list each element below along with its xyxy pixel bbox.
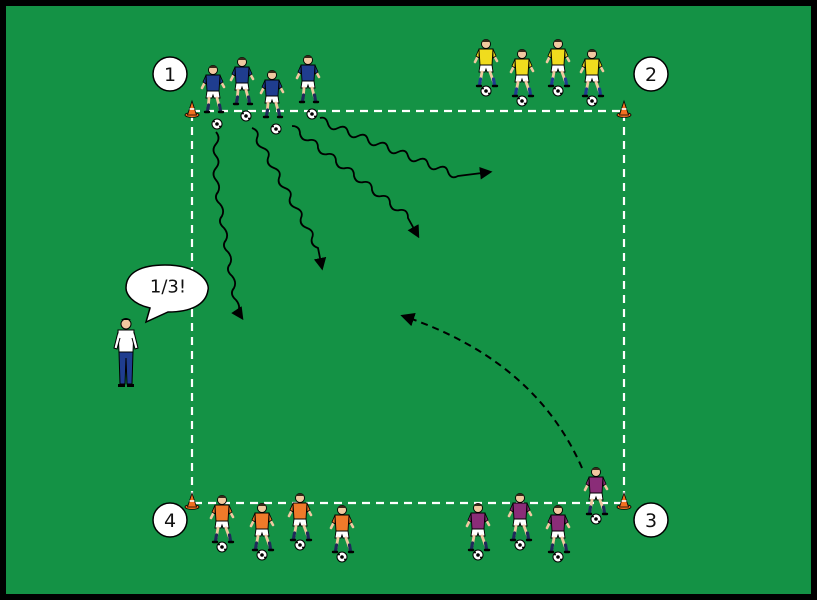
cone-icon [184, 491, 200, 510]
ball-icon [516, 95, 528, 107]
dribble-arrow [212, 131, 244, 321]
group-1 [200, 55, 321, 135]
pass-arrow [400, 312, 583, 469]
ball-icon [240, 110, 252, 122]
player-icon [583, 467, 609, 525]
ball-icon [552, 85, 564, 97]
svg-text:1: 1 [164, 64, 176, 86]
player-icon [209, 495, 235, 553]
player-icon [465, 503, 491, 561]
player-icon [249, 503, 275, 561]
player-icon [473, 39, 499, 97]
player-icon [329, 505, 355, 563]
player-icon [259, 70, 285, 135]
corner-label-1: 1 [152, 56, 188, 92]
dribble-arrow [291, 125, 420, 239]
coach: 1/3! [113, 264, 209, 387]
player-icon [200, 65, 226, 130]
player-icon [229, 57, 255, 122]
speech-bubble [125, 264, 209, 324]
player-icon [579, 49, 605, 107]
ball-icon [216, 541, 228, 553]
player-icon [287, 493, 313, 551]
player-icon [545, 39, 571, 97]
playing-area [190, 109, 626, 505]
ball-icon [294, 539, 306, 551]
coach-call: 1/3! [150, 277, 186, 298]
ball-icon [472, 549, 484, 561]
svg-text:2: 2 [645, 64, 657, 86]
corner-label-2: 2 [633, 56, 669, 92]
coach-icon [113, 318, 139, 387]
cone-icon [616, 491, 632, 510]
dribble-arrow [319, 116, 493, 180]
ball-icon [256, 549, 268, 561]
dribble-arrow [251, 127, 327, 271]
player-groups [200, 39, 609, 563]
svg-text:3: 3 [645, 510, 657, 532]
player-icon [507, 493, 533, 551]
corner-label-3: 3 [633, 502, 669, 538]
ball-icon [480, 85, 492, 97]
player-icon [295, 55, 321, 120]
cone-icon [184, 99, 200, 118]
player-icon [545, 505, 571, 563]
ball-icon [211, 118, 223, 130]
group-4 [209, 493, 355, 563]
ball-icon [336, 551, 348, 563]
corner-label-4: 4 [152, 502, 188, 538]
ball-icon [514, 539, 526, 551]
group-2 [473, 39, 605, 107]
ball-icon [270, 123, 282, 135]
group-3 [465, 467, 609, 563]
svg-text:4: 4 [164, 510, 176, 532]
ball-icon [590, 513, 602, 525]
player-icon [509, 49, 535, 107]
ball-icon [552, 551, 564, 563]
ball-icon [586, 95, 598, 107]
ball-icon [306, 108, 318, 120]
cone-icon [616, 99, 632, 118]
